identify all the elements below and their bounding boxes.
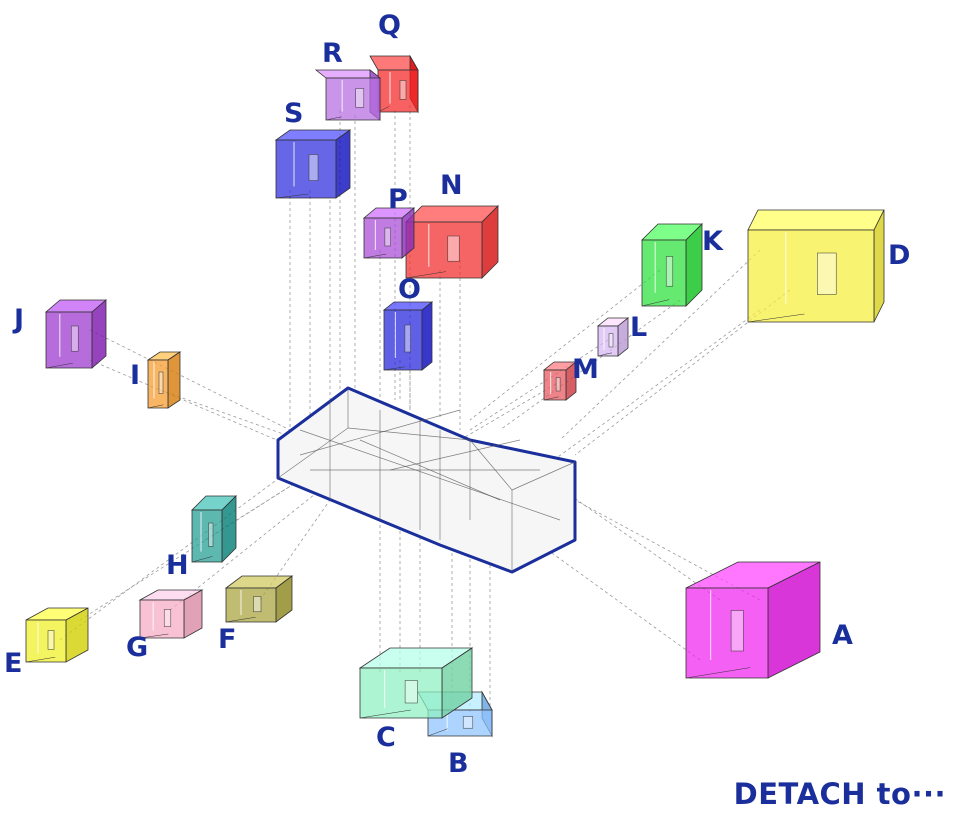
room-label-a: A [832,620,853,651]
room-volume-g [138,589,204,639]
room-volume-i [146,351,182,409]
room-volume-s [274,129,352,199]
room-label-g: G [126,632,149,663]
room-volume-k [641,223,703,307]
room-volume-d [747,209,885,323]
room-label-d: D [888,240,911,271]
room-volume-a [685,561,821,679]
room-volume-h [191,495,237,563]
room-label-i: I [130,360,141,391]
room-label-o: O [398,274,421,305]
room-volume-p [362,207,416,259]
room-label-b: B [448,748,469,779]
room-volume-n [405,205,499,279]
room-label-k: K [702,226,723,257]
room-volume-e [25,607,89,663]
room-label-e: E [4,648,23,679]
room-volume-l [596,317,630,357]
room-label-n: N [440,170,463,201]
room-label-m: M [572,354,599,385]
room-volume-f [224,575,294,623]
room-volume-r [314,69,382,121]
room-label-j: J [14,304,25,335]
room-volume-q [369,54,419,114]
room-label-r: R [322,38,343,69]
room-volume-o [382,301,434,371]
room-label-p: P [388,184,408,215]
room-volumes [25,54,885,738]
room-volume-c [358,647,474,719]
central-volume [276,386,577,574]
caption-text: DETACH to··· [733,777,946,811]
room-label-f: F [218,624,237,655]
room-label-c: C [376,722,396,753]
room-volume-j [44,299,108,369]
room-label-l: L [630,312,648,343]
room-label-h: H [166,550,189,581]
room-label-s: S [284,98,304,129]
room-label-q: Q [378,10,401,41]
room-volume-m [542,361,578,401]
